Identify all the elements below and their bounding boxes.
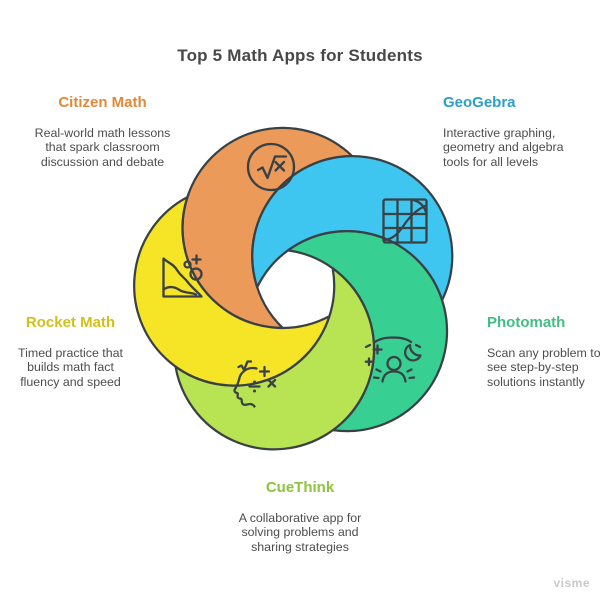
section-rocket-math: Rocket Math Timed practice that builds m… — [3, 314, 138, 389]
section-description-line: A collaborative app for — [238, 511, 362, 525]
section-description-line: solving problems and — [241, 525, 359, 540]
section-description-line: Real-world math lessons — [34, 126, 171, 140]
section-title: GeoGebra — [443, 94, 516, 111]
section-description-line: builds math fact — [27, 360, 114, 375]
thinking-head-icon — [233, 360, 277, 408]
section-description: Scan any problem to see step-by-step sol… — [487, 346, 600, 389]
section-title: Citizen Math — [58, 94, 147, 111]
section-description-line: discussion and debate — [40, 154, 165, 169]
section-description: Real-world math lessons that spark class… — [10, 126, 195, 169]
section-description: A collaborative app for solving problems… — [203, 511, 397, 554]
watermark: visme — [553, 576, 590, 590]
section-title: CueThink — [265, 479, 335, 496]
section-description-line: that spark classroom — [45, 140, 160, 155]
section-citizen-math: Citizen Math Real-world math lessons tha… — [10, 94, 195, 169]
section-description-line: solutions instantly — [487, 374, 585, 389]
section-description-line: Scan any problem to — [487, 346, 600, 360]
section-description: Timed practice that builds math fact flu… — [3, 346, 138, 389]
section-title: Photomath — [487, 314, 566, 331]
section-title: Rocket Math — [25, 314, 116, 331]
section-geogebra: GeoGebra Interactive graphing, geometry … — [443, 94, 593, 169]
petal-rocket-math — [133, 196, 331, 387]
section-description: Interactive graphing, geometry and algeb… — [443, 126, 593, 169]
section-description-line: Interactive graphing, — [443, 126, 556, 140]
section-description-line: see step-by-step — [487, 360, 579, 375]
section-cuethink: CueThink A collaborative app for solving… — [203, 479, 397, 554]
section-photomath: Photomath Scan any problem to see step-b… — [487, 314, 600, 389]
section-description-line: fluency and speed — [20, 374, 121, 389]
section-description-line: Timed practice that — [18, 346, 123, 360]
person-stars-moon-icon — [364, 336, 422, 383]
page-title: Top 5 Math Apps for Students — [177, 46, 423, 65]
section-description-line: sharing strategies — [251, 539, 349, 554]
graph-grid-icon — [382, 198, 428, 244]
section-description-line: tools for all levels — [443, 154, 539, 169]
sqrt-icon — [246, 142, 296, 192]
slope-chart-icon — [162, 254, 203, 298]
section-description-line: geometry and algebra — [443, 140, 564, 155]
